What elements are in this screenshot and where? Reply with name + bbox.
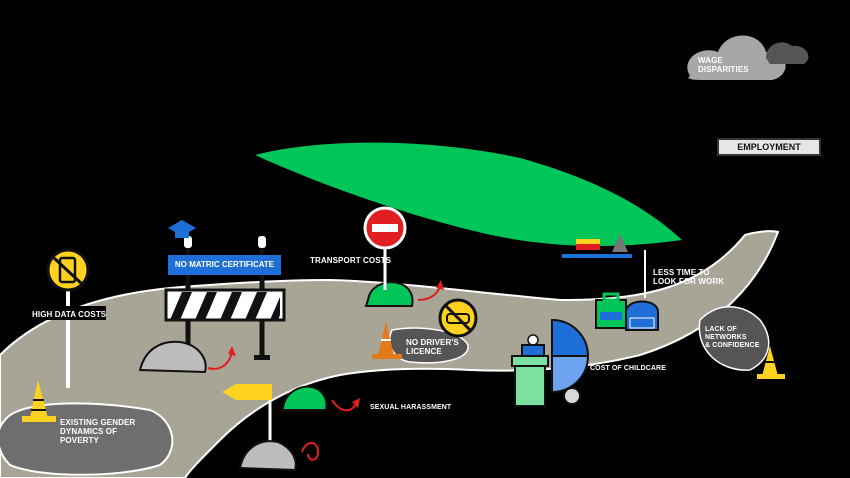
briefcase-icon [595, 292, 627, 329]
label-childcare: COST OF CHILDCARE [590, 365, 666, 372]
no-car-icon [438, 298, 478, 338]
traffic-cone-mid [372, 322, 402, 359]
pram-icon [551, 318, 590, 405]
rock-icon [138, 340, 207, 374]
label-high-data: HIGH DATA COSTS [32, 310, 107, 319]
label-no-licence: NO DRIVER'S LICENCE [406, 338, 459, 356]
label-gender: EXISTING GENDER DYNAMICS OF POVERTY [60, 418, 136, 445]
no-entry-icon [363, 206, 407, 290]
bag-icon [625, 300, 659, 331]
label-less-time: LESS TIME TO LOOK FOR WORK [653, 268, 725, 286]
bush-icon [280, 281, 414, 411]
cloud-icon [687, 35, 809, 80]
label-wage: WAGE DISPARITIES [698, 56, 749, 74]
label-harassment: SEXUAL HARASSMENT [370, 404, 452, 411]
green-hill [255, 142, 682, 246]
traffic-cone-right [757, 346, 785, 379]
traffic-cone-icon [22, 380, 56, 422]
label-networks: LACK OF NETWORKS & CONFIDENCE [705, 326, 760, 349]
graduation-cap-icon [168, 220, 196, 238]
label-no-matric: NO MATRIC CERTIFICATE [168, 255, 281, 275]
no-phone-icon [46, 248, 90, 292]
barrier-icon [164, 236, 286, 360]
label-transport: TRANSPORT COSTS [310, 256, 392, 265]
baby-bottle-icon [511, 334, 549, 407]
pothole-licence [389, 327, 469, 364]
pothole-networks [698, 306, 770, 371]
label-employment: EMPLOYMENT [717, 138, 821, 156]
